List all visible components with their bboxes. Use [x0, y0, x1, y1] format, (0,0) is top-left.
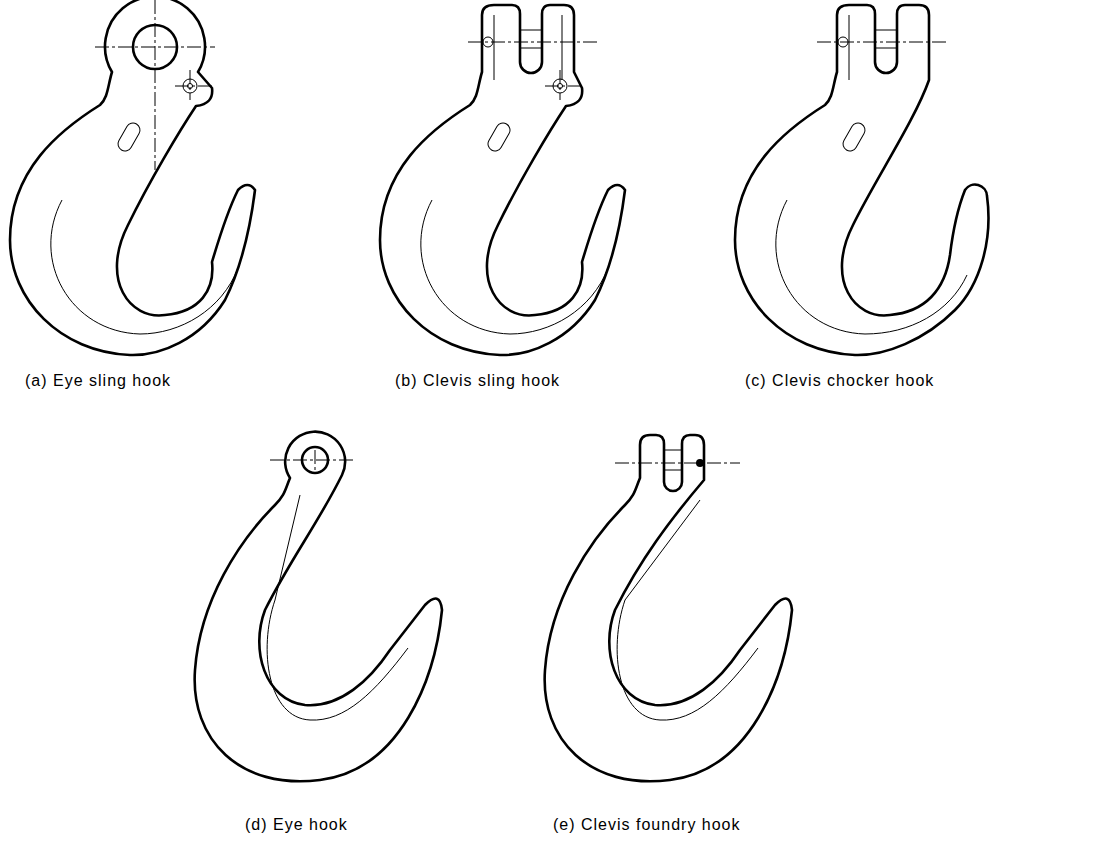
eye-hook — [195, 432, 442, 782]
clevis-chocker-hook — [735, 5, 988, 355]
eye-sling-hook — [10, 0, 255, 355]
clevis-foundry-hook — [545, 435, 792, 781]
figure-caption: (b) Clevis sling hook — [395, 372, 560, 390]
figure-caption: (d) Eye hook — [245, 816, 348, 834]
clevis-sling-hook — [380, 5, 625, 355]
figure-caption: (e) Clevis foundry hook — [553, 816, 741, 834]
figure-caption: (c) Clevis chocker hook — [745, 372, 934, 390]
figure-caption: (a) Eye sling hook — [25, 372, 171, 390]
